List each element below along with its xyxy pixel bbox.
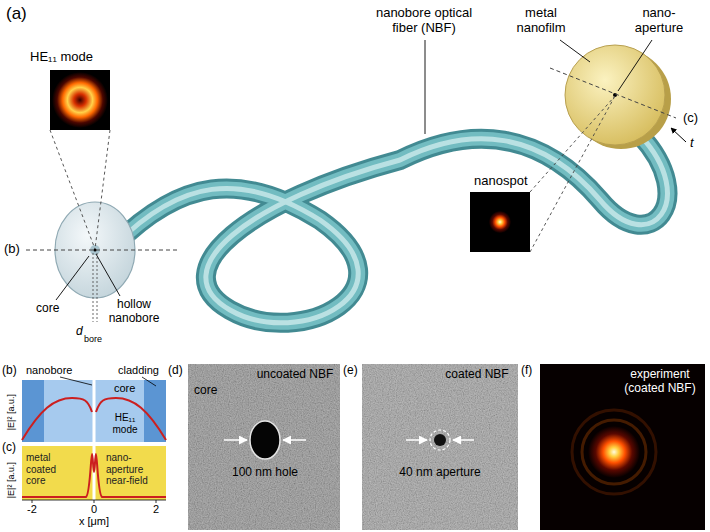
tick <box>94 500 95 503</box>
hole <box>250 421 280 459</box>
mode-label: HE₁₁ mode <box>30 50 93 65</box>
panel-letter: (b) <box>4 242 20 257</box>
cut-line <box>550 68 676 118</box>
leader-line <box>60 377 92 385</box>
tick-label: -2 <box>22 503 42 516</box>
aperture-outline <box>430 430 450 450</box>
leader-line <box>56 256 89 300</box>
cut-line <box>26 250 178 251</box>
leader-line <box>142 377 156 386</box>
dimension-subscript: bore <box>84 334 102 344</box>
dimension-line <box>93 253 94 322</box>
axis-title: |E|² [a.u.] <box>6 394 16 430</box>
width-arrow <box>453 439 474 441</box>
part-label: core <box>36 302 59 316</box>
zoom-line <box>50 130 95 249</box>
diffraction-ring <box>582 420 646 484</box>
cladding-region <box>22 380 166 442</box>
mode-profile <box>52 72 108 128</box>
region-label: metal coated core <box>26 452 70 487</box>
panel-letter: (c) <box>2 441 16 455</box>
region-label: core <box>114 382 135 395</box>
nanospot-inset <box>470 192 530 252</box>
zoom-line <box>530 96 615 252</box>
metal-nanofilm <box>565 45 665 145</box>
metal-region <box>22 446 166 500</box>
part-label: nano- aperture <box>628 6 690 36</box>
dimension-label: 40 nm aperture <box>388 466 492 480</box>
tick-label: 2 <box>146 503 166 516</box>
fiber-end-face <box>55 202 135 298</box>
leader-line <box>96 254 120 296</box>
part-label: nanospot <box>474 174 528 189</box>
dimension-label: 100 nm hole <box>218 466 312 480</box>
diffraction-ring <box>572 410 656 494</box>
axis-title: |E|² [a.u.] <box>6 462 16 498</box>
part-label: hollow nanobore <box>100 298 168 326</box>
nanobore-stripe <box>93 380 96 442</box>
region-label: nanobore <box>26 364 73 377</box>
panel-letter: (b) <box>2 364 17 378</box>
image-panel: (f) experiment (coated NBF) <box>521 364 705 530</box>
width-arrow <box>224 439 247 441</box>
dimension-line <box>97 253 98 322</box>
camera-image <box>540 364 705 530</box>
field-curve <box>22 398 166 440</box>
panel-letter: (e) <box>343 364 358 378</box>
region-label: core <box>194 384 217 398</box>
panel-letter: (d) <box>168 364 183 378</box>
panel-letter: (a) <box>6 4 27 24</box>
thickness-arrow <box>671 128 686 142</box>
axis-title: x [μm] <box>64 515 124 528</box>
tick <box>156 500 157 503</box>
part-label: nanobore optical fiber (NBF) <box>368 6 480 36</box>
nanospot-profile <box>489 211 511 233</box>
width-arrow <box>406 439 427 441</box>
image-title: coated NBF <box>439 368 515 382</box>
image-title: uncoated NBF <box>254 368 336 382</box>
tick <box>32 500 33 503</box>
image-panel: (d) uncoated NBF core 100 nm hole <box>168 364 340 530</box>
zoom-line <box>95 130 110 249</box>
panel-letter: (f) <box>521 364 532 378</box>
leader-line <box>425 40 426 134</box>
region-label: nano- aperture near-field <box>106 452 164 487</box>
mode-inset <box>50 70 110 130</box>
core-region <box>44 380 144 442</box>
focal-spot <box>588 426 640 478</box>
leader-line <box>618 40 652 91</box>
fiber-tube <box>115 135 667 323</box>
tick-label: 0 <box>84 503 104 516</box>
zoom-line <box>530 96 615 192</box>
mode-label: HE₁₁ mode <box>108 412 142 435</box>
panel-letter: (c) <box>683 111 698 126</box>
width-arrow <box>283 439 306 441</box>
aperture <box>434 434 446 446</box>
dimension-label: d <box>76 325 83 339</box>
leader-line <box>560 40 590 62</box>
region-label: cladding <box>118 364 159 377</box>
sem-image <box>362 364 518 530</box>
sem-image <box>188 364 340 530</box>
sem-texture <box>362 364 518 530</box>
sem-texture <box>188 364 340 530</box>
part-label: metal nanofilm <box>505 6 577 36</box>
image-title: experiment (coated NBF) <box>617 368 703 396</box>
image-panel: (e) coated NBF 40 nm aperture <box>343 364 518 530</box>
dimension-label: t <box>690 136 694 151</box>
